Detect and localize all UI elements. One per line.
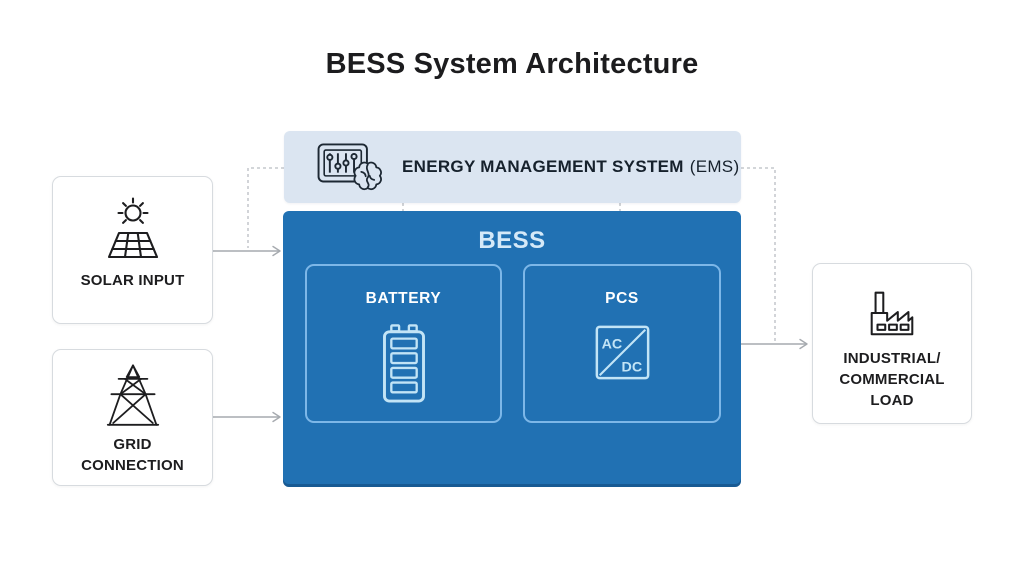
ems-right-control-line (741, 167, 776, 341)
grid-connection-label: GRID CONNECTION (81, 436, 184, 474)
bess-title: BESS (478, 227, 546, 254)
factory-icon (870, 291, 914, 336)
bess-box: BESS BATTERY PCS (283, 211, 741, 487)
solar-to-bess-arrowhead-icon (272, 245, 281, 257)
pcs-ac-label: AC (601, 337, 622, 353)
pcs-label: PCS (605, 290, 639, 307)
control-panel-brain-icon (317, 143, 382, 191)
ac-dc-converter-icon: AC DC (595, 325, 649, 380)
ems-label: ENERGY MANAGEMENT SYSTEM (EMS) (402, 157, 739, 177)
industrial-load-box: INDUSTRIAL/ COMMERCIAL LOAD (812, 263, 972, 424)
bess-to-load-arrowhead-icon (799, 338, 808, 350)
ems-box: ENERGY MANAGEMENT SYSTEM (EMS) (284, 131, 741, 203)
pcs-box: PCS AC DC (523, 264, 721, 423)
solar-input-box: SOLAR INPUT (52, 176, 213, 324)
ems-left-control-line (247, 167, 284, 248)
battery-label: BATTERY (365, 290, 442, 307)
pcs-dc-label: DC (621, 360, 642, 376)
solar-input-label: SOLAR INPUT (80, 272, 185, 289)
transmission-tower-icon (106, 364, 159, 426)
page-title: BESS System Architecture (325, 48, 699, 80)
battery-box: BATTERY (305, 264, 502, 423)
battery-icon (382, 324, 425, 403)
solar-panel-sun-icon (107, 197, 158, 259)
industrial-load-label: INDUSTRIAL/ COMMERCIAL LOAD (839, 350, 945, 409)
ems-label-suffix: (EMS) (689, 157, 740, 176)
grid-to-bess-arrowhead-icon (272, 411, 281, 423)
grid-connection-box: GRID CONNECTION (52, 349, 213, 486)
ems-label-main: ENERGY MANAGEMENT SYSTEM (402, 157, 684, 176)
